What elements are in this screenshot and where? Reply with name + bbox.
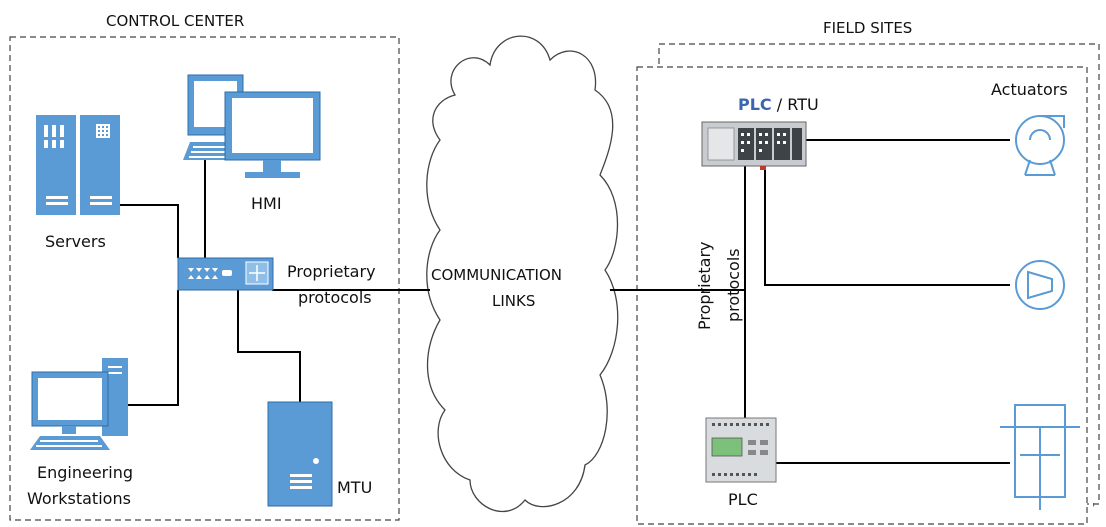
- communication-cloud: [426, 35, 619, 513]
- hmi-icon: [183, 74, 321, 178]
- engineering-label-1: Engineering: [37, 463, 133, 482]
- proprietary-label-2: protocols: [298, 288, 372, 307]
- pump-icon: [1015, 115, 1065, 176]
- vertical-proprietary-label: Proprietary: [695, 241, 714, 330]
- field-sites-title: FIELD SITES: [823, 19, 913, 37]
- mtu-icon: [267, 401, 333, 507]
- plc-rtu-label-sep: /: [771, 95, 788, 114]
- link-mtu: [237, 290, 301, 402]
- cylinder-actuator-icon: [1000, 404, 1080, 510]
- mtu-label: MTU: [337, 478, 373, 497]
- actuators-label: Actuators: [991, 80, 1068, 99]
- control-center-title: CONTROL CENTER: [106, 12, 245, 30]
- compressor-icon: [1015, 260, 1065, 310]
- workstation-icon: [30, 358, 128, 450]
- plc-icon: [705, 417, 777, 483]
- hmi-label: HMI: [251, 194, 282, 213]
- connection-lines: [120, 139, 1010, 464]
- plc-rtu-label-plc: PLC: [738, 95, 772, 114]
- servers-icon: [36, 115, 120, 215]
- communication-label-2: LINKS: [492, 292, 536, 310]
- corner-mark: ': [1092, 501, 1095, 515]
- servers-label: Servers: [45, 232, 106, 251]
- link-workstations: [128, 290, 179, 406]
- vertical-protocols-label: protocols: [724, 248, 743, 322]
- engineering-label-2: Workstations: [27, 489, 131, 508]
- proprietary-label-1: Proprietary: [287, 262, 376, 281]
- communication-label-1: COMMUNICATION: [431, 266, 562, 284]
- router-icon: [177, 257, 274, 291]
- plc-rtu-icon: [701, 121, 807, 170]
- plc-rtu-label: PLC / RTU: [738, 95, 819, 114]
- link-servers: [120, 204, 179, 258]
- plc-label: PLC: [728, 490, 758, 509]
- control-center-box: [9, 36, 400, 521]
- link-actuator-2: [764, 160, 1010, 286]
- plc-rtu-label-rtu: RTU: [787, 95, 819, 114]
